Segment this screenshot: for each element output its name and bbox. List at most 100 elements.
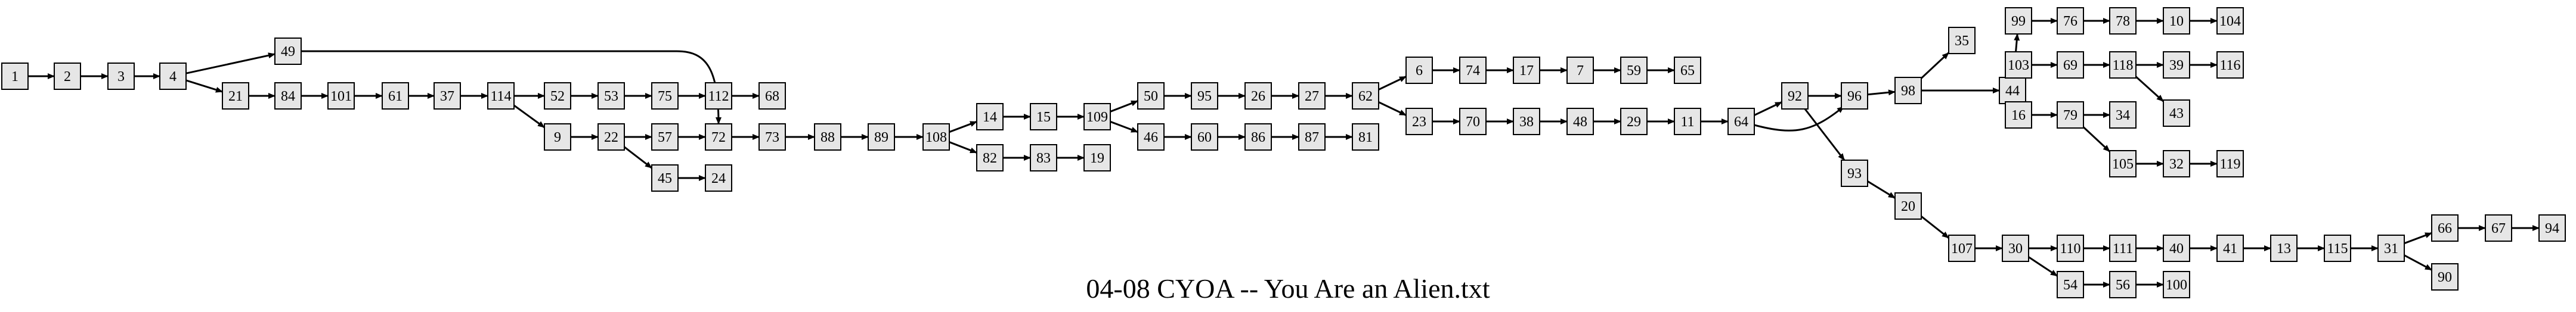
node-box: [1894, 192, 1922, 220]
node-label: 38: [1519, 114, 1534, 130]
node-label: 87: [1305, 130, 1319, 145]
node-label: 45: [658, 171, 672, 186]
node-13: 13: [2270, 235, 2298, 262]
node-label: 24: [711, 171, 726, 186]
node-119: 119: [2216, 150, 2244, 177]
node-box: [2163, 150, 2190, 177]
node-54: 54: [2057, 271, 2084, 298]
node-82: 82: [976, 144, 1004, 171]
node-label: 82: [983, 151, 997, 166]
node-38: 38: [1513, 108, 1540, 135]
node-label: 98: [1901, 83, 1915, 99]
node-41: 41: [2216, 235, 2244, 262]
node-box: [976, 103, 1004, 130]
node-box: [651, 123, 679, 151]
node-95: 95: [1191, 82, 1218, 110]
node-box: [54, 63, 81, 90]
node-label: 107: [1951, 241, 1973, 257]
node-box: [107, 63, 135, 90]
node-label: 109: [1086, 110, 1108, 125]
node-68: 68: [758, 82, 786, 110]
node-box: [2216, 51, 2244, 79]
node-112: 112: [705, 82, 732, 110]
node-box: [2216, 235, 2244, 262]
node-26: 26: [1244, 82, 1272, 110]
node-label: 20: [1901, 199, 1915, 214]
edge-62-23: [1378, 101, 1407, 116]
node-box: [922, 123, 950, 151]
node-box: [2005, 7, 2032, 35]
node-118: 118: [2109, 51, 2137, 79]
node-box: [2216, 150, 2244, 177]
node-box: [2057, 101, 2084, 129]
node-box: [1948, 235, 1976, 262]
node-48: 48: [1566, 108, 1594, 135]
node-37: 37: [434, 82, 461, 110]
node-70: 70: [1459, 108, 1487, 135]
node-35: 35: [1948, 27, 1976, 54]
node-108: 108: [922, 123, 950, 151]
edge-64-96: [1754, 105, 1844, 132]
edge-98-35: [1920, 52, 1950, 79]
node-21: 21: [222, 82, 249, 110]
node-label: 70: [1466, 114, 1480, 130]
node-box: [1620, 108, 1648, 135]
node-31: 31: [2377, 235, 2405, 262]
node-105: 105: [2109, 150, 2137, 177]
node-box: [2109, 235, 2137, 262]
node-39: 39: [2163, 51, 2190, 79]
node-box: [2431, 214, 2459, 242]
node-label: 56: [2116, 277, 2130, 293]
node-label: 62: [1358, 89, 1373, 104]
node-label: 9: [554, 130, 561, 145]
node-box: [1841, 82, 1868, 110]
node-label: 32: [2169, 157, 2184, 172]
node-label: 27: [1305, 89, 1319, 104]
node-46: 46: [1137, 123, 1165, 151]
node-box: [651, 82, 679, 110]
node-83: 83: [1030, 144, 1057, 171]
node-116: 116: [2216, 51, 2244, 79]
node-label: 44: [2005, 83, 2020, 99]
node-label: 67: [2491, 221, 2506, 236]
node-label: 104: [2219, 14, 2241, 29]
node-20: 20: [1894, 192, 1922, 220]
node-box: [1298, 82, 1326, 110]
node-17: 17: [1513, 57, 1540, 84]
node-92: 92: [1781, 82, 1809, 110]
edge-20-107: [1921, 216, 1949, 239]
node-box: [1244, 82, 1272, 110]
node-label: 21: [228, 89, 243, 104]
node-box: [2005, 51, 2032, 79]
node-88: 88: [814, 123, 841, 151]
node-box: [1083, 144, 1111, 171]
edge-108-82: [949, 141, 977, 154]
node-box: [1137, 82, 1165, 110]
node-label: 31: [2384, 241, 2398, 257]
node-96: 96: [1841, 82, 1868, 110]
edge-4-21: [185, 79, 223, 93]
node-61: 61: [382, 82, 409, 110]
node-box: [758, 82, 786, 110]
node-23: 23: [1405, 108, 1433, 135]
node-box: [814, 123, 841, 151]
node-label: 3: [117, 69, 125, 85]
node-label: 73: [765, 130, 779, 145]
node-box: [2109, 51, 2137, 79]
node-label: 30: [2008, 241, 2023, 257]
node-box: [2324, 235, 2351, 262]
node-label: 39: [2169, 58, 2184, 73]
node-box: [2057, 51, 2084, 79]
node-box: [1566, 108, 1594, 135]
node-87: 87: [1298, 123, 1326, 151]
node-box: [327, 82, 355, 110]
node-label: 101: [330, 89, 352, 104]
edge-109-46: [1110, 120, 1138, 133]
node-114: 114: [487, 82, 515, 110]
node-box: [1999, 77, 2026, 104]
node-1: 1: [1, 63, 29, 90]
node-box: [2109, 150, 2137, 177]
node-32: 32: [2163, 150, 2190, 177]
node-box: [1083, 103, 1111, 130]
node-59: 59: [1620, 57, 1648, 84]
